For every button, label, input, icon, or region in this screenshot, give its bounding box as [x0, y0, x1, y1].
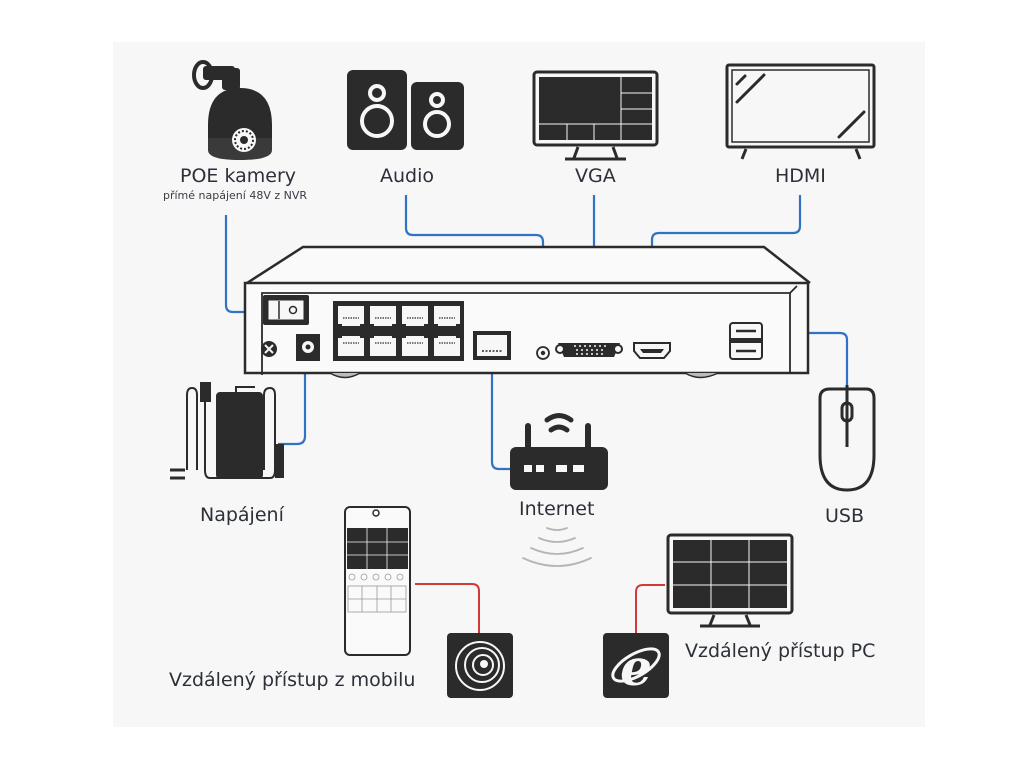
- label-poe-note: přímé napájení 48V z NVR: [163, 189, 308, 202]
- label-usb: USB: [825, 505, 865, 527]
- line-remote-mobile: [415, 583, 480, 640]
- line-poe-cameras: [224, 215, 343, 314]
- hdmi-port[interactable]: [633, 342, 671, 359]
- label-poe-cameras: POE kamery: [180, 165, 297, 187]
- poe-port-2[interactable]: [370, 306, 396, 326]
- label-remote-mobile: Vzdálený přístup z mobilu: [169, 669, 416, 691]
- label-hdmi: HDMI: [775, 165, 826, 187]
- mobile-app-icon: [447, 633, 513, 698]
- dc-power-port[interactable]: [296, 334, 320, 361]
- label-vga: VGA: [575, 165, 616, 187]
- pc-monitor-icon: [666, 533, 794, 628]
- svg-text:e: e: [620, 638, 652, 697]
- remote-connection-lines: [415, 583, 665, 640]
- poe-port-3[interactable]: [402, 306, 428, 326]
- power-adapter-icon: [170, 382, 284, 480]
- poe-port-6[interactable]: [370, 336, 396, 356]
- line-usb: [765, 331, 849, 385]
- label-audio: Audio: [380, 165, 435, 187]
- router-icon: [510, 413, 608, 490]
- label-remote-pc: Vzdálený přístup PC: [685, 640, 876, 662]
- label-power: Napájení: [200, 504, 284, 526]
- audio-out-port[interactable]: [536, 346, 550, 360]
- poe-port-1[interactable]: [338, 306, 364, 326]
- ground-screw-icon: [261, 341, 277, 357]
- power-switch[interactable]: [263, 295, 309, 325]
- browser-icon: e: [603, 633, 669, 698]
- label-internet: Internet: [519, 498, 595, 520]
- poe-camera-icon: [192, 60, 272, 160]
- mobile-phone-icon: [344, 506, 411, 656]
- poe-port-7[interactable]: [402, 336, 428, 356]
- poe-port-8[interactable]: [434, 336, 460, 356]
- hdmi-tv-icon: [725, 63, 876, 160]
- poe-port-5[interactable]: [338, 336, 364, 356]
- line-hdmi: [650, 195, 802, 342]
- line-power: [278, 365, 307, 446]
- poe-port-4[interactable]: [434, 306, 460, 326]
- vga-port[interactable]: [555, 343, 623, 357]
- wireless-signal-icon: [522, 527, 592, 567]
- usb-ports[interactable]: [729, 322, 763, 360]
- audio-speakers-icon: [347, 70, 464, 150]
- vga-monitor-icon: [532, 70, 659, 161]
- poe-ports[interactable]: [333, 301, 464, 361]
- line-remote-pc: [635, 584, 665, 635]
- lan-port[interactable]: [473, 331, 511, 360]
- usb-mouse-icon: [818, 385, 876, 492]
- line-internet: [490, 350, 510, 471]
- line-audio: [404, 195, 545, 340]
- nvr-device: [243, 245, 811, 379]
